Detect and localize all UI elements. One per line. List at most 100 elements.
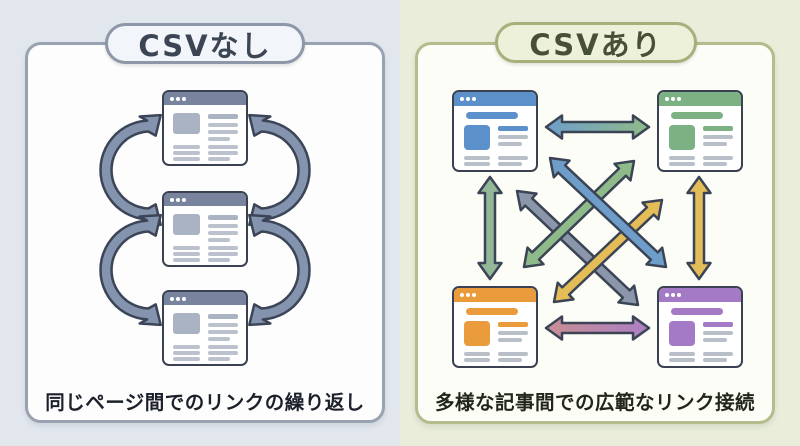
content-line <box>208 130 238 134</box>
content-line <box>703 135 733 139</box>
content-line <box>208 123 238 127</box>
window-controls-dots-icon <box>170 296 174 301</box>
heading-line <box>498 126 528 131</box>
content-line <box>669 156 695 160</box>
window-controls-dots-icon <box>170 96 174 101</box>
heading-line <box>703 126 733 131</box>
content-line <box>208 231 238 235</box>
image-placeholder <box>669 321 695 346</box>
title-bar-line <box>671 112 723 119</box>
window-controls-dots-icon <box>460 97 464 101</box>
heading-line <box>703 322 733 327</box>
content-line <box>669 352 695 356</box>
content-line <box>173 351 200 355</box>
window-controls-dots-icon <box>182 96 186 101</box>
content-line <box>173 357 200 361</box>
content-line <box>208 151 238 155</box>
content-line <box>498 156 528 160</box>
window-controls-dots-icon <box>677 97 681 101</box>
content-line <box>208 137 230 141</box>
browser-window-page-1 <box>162 90 248 166</box>
window-controls-dots-icon <box>665 293 669 297</box>
csv-with-title-badge: CSVあり <box>495 22 697 63</box>
window-titlebar <box>454 92 536 106</box>
content-line <box>498 142 522 146</box>
content-line <box>498 338 522 342</box>
browser-window-article-purple <box>657 286 743 368</box>
content-line <box>208 224 238 228</box>
csv-with-caption: 多様な記事間での広範なリンク接続 <box>434 391 755 414</box>
window-controls-dots-icon <box>472 97 476 101</box>
window-controls-dots-icon <box>671 97 675 101</box>
window-controls-dots-icon <box>472 293 476 297</box>
content-line <box>669 162 695 166</box>
title-bar-line <box>466 112 518 119</box>
content-line <box>464 156 490 160</box>
content-line <box>703 156 733 160</box>
content-line <box>498 135 528 139</box>
csv-none-caption: 同じページ間でのリンクの繰り返し <box>45 391 365 414</box>
image-placeholder <box>464 125 490 150</box>
content-line <box>464 162 490 166</box>
content-line <box>703 162 727 166</box>
window-controls-dots-icon <box>677 293 681 297</box>
content-line <box>464 352 490 356</box>
window-controls-dots-icon <box>182 197 186 202</box>
window-titlebar <box>164 92 246 105</box>
content-line <box>498 352 528 356</box>
title-bar-line <box>671 308 723 315</box>
image-placeholder <box>464 321 490 346</box>
window-controls-dots-icon <box>182 296 186 301</box>
title-bar-line <box>466 308 518 315</box>
window-controls-dots-icon <box>176 197 180 202</box>
heading-line <box>208 114 238 119</box>
content-line <box>173 145 200 149</box>
content-line <box>208 330 238 334</box>
window-controls-dots-icon <box>671 293 675 297</box>
content-line <box>498 331 528 335</box>
content-line <box>703 142 727 146</box>
window-titlebar <box>164 193 246 206</box>
content-line <box>703 331 733 335</box>
window-titlebar <box>454 288 536 302</box>
content-line <box>208 345 238 349</box>
csv-none-title-badge: CSVなし <box>105 23 305 64</box>
image-placeholder <box>173 113 200 134</box>
window-controls-dots-icon <box>460 293 464 297</box>
window-titlebar <box>659 288 741 302</box>
window-controls-dots-icon <box>466 293 470 297</box>
browser-window-article-orange <box>452 286 538 368</box>
content-line <box>173 252 200 256</box>
content-line <box>208 246 238 250</box>
content-line <box>208 157 230 161</box>
content-line <box>669 358 695 362</box>
content-line <box>208 145 238 149</box>
content-line <box>208 357 230 361</box>
window-controls-dots-icon <box>466 97 470 101</box>
image-placeholder <box>173 313 200 334</box>
content-line <box>208 258 230 262</box>
window-titlebar <box>659 92 741 106</box>
heading-line <box>208 215 238 220</box>
image-placeholder <box>669 125 695 150</box>
browser-window-page-3 <box>162 290 248 366</box>
content-line <box>173 246 200 250</box>
heading-line <box>208 314 238 319</box>
content-line <box>173 151 200 155</box>
content-line <box>208 323 238 327</box>
window-controls-dots-icon <box>665 97 669 101</box>
browser-window-article-green <box>657 90 743 172</box>
content-line <box>703 352 733 356</box>
content-line <box>208 351 238 355</box>
browser-window-page-2 <box>162 191 248 267</box>
content-line <box>173 258 200 262</box>
content-line <box>173 345 200 349</box>
content-line <box>208 337 230 341</box>
window-controls-dots-icon <box>170 197 174 202</box>
csv-none-title: CSVなし <box>138 28 272 63</box>
browser-window-article-blue <box>452 90 538 172</box>
content-line <box>703 338 727 342</box>
heading-line <box>498 322 528 327</box>
csv-with-title: CSVあり <box>529 27 663 62</box>
